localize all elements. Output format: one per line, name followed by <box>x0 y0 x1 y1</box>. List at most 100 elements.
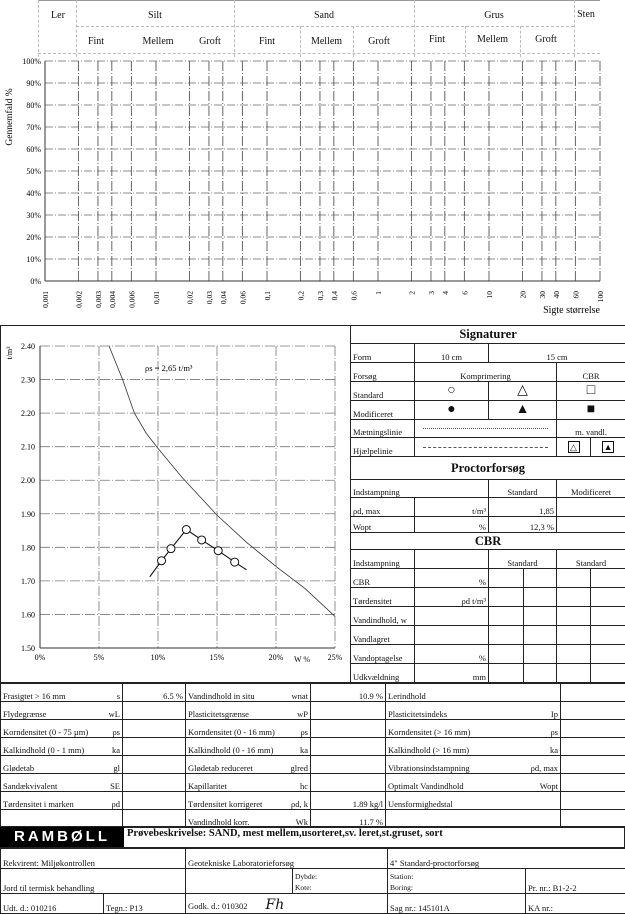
filled-triangle-icon: ▲ <box>489 401 557 420</box>
y-tick-label: 100% <box>22 57 41 66</box>
param-value <box>311 756 386 774</box>
param-value <box>123 702 186 720</box>
x-tick-label: 0,1 <box>263 291 272 301</box>
y-axis-label: Gennemfald % <box>4 88 15 145</box>
cbr-row-unit: % <box>415 569 489 588</box>
param-value <box>123 810 186 828</box>
x-tick-label: 0,01 <box>152 291 161 304</box>
param-label: Lerindhold <box>388 691 426 701</box>
cbr-row-unit: mm <box>415 664 489 683</box>
x-tick-label: 0% <box>35 653 46 662</box>
x-tick-label: 40 <box>552 291 561 299</box>
y-tick-label: 1.50 <box>21 644 35 653</box>
boxed-open-triangle-icon: △ <box>568 441 580 453</box>
grus-mellem: Mellem <box>465 34 520 45</box>
param-unit: hc <box>300 781 308 791</box>
param-unit: Ip <box>551 709 558 719</box>
silt-groft: Groft <box>190 36 230 47</box>
jord-label: Jord til termisk behandling <box>1 869 186 894</box>
cbr-row-unit: ρd t/m³ <box>415 588 489 607</box>
proctor-standard: Standard <box>489 480 557 498</box>
y-tick-label: 1.70 <box>21 577 35 586</box>
proctor-point <box>158 557 166 565</box>
param-value <box>123 756 186 774</box>
form-10: 10 cm <box>415 344 489 363</box>
y-tick-label: 2.30 <box>21 376 35 385</box>
x-tick-label: 0,04 <box>219 291 228 304</box>
param-value <box>561 792 625 810</box>
param-value <box>311 720 386 738</box>
maetningslinie-sample <box>415 420 557 438</box>
param-value <box>561 756 625 774</box>
param-label: Vandindhold in situ <box>188 691 255 701</box>
proctor-indstampning: Indstampning <box>351 480 489 498</box>
x-axis-label: Sigte størrelse <box>543 305 600 316</box>
param-label: Glødetab reduceret <box>188 763 253 773</box>
cbr-standard-1: Standard <box>489 550 557 569</box>
grus-groft: Groft <box>520 34 572 45</box>
x-tick-label: 20 <box>518 291 527 299</box>
param-value <box>561 684 625 702</box>
cbr-row-unit <box>415 607 489 626</box>
param-label: Uensformighedstal <box>388 799 453 809</box>
param-unit: s <box>117 691 120 701</box>
test-type: 4" Standard-proctorforsøg <box>388 849 625 869</box>
proctor-point <box>231 558 239 566</box>
komprimering-label: Komprimering <box>415 363 557 382</box>
standard-label: Standard <box>351 382 415 401</box>
open-circle-icon: ○ <box>415 382 489 401</box>
param-label: Plasticitetsgrænse <box>188 709 249 719</box>
rho-unit: t/m³ <box>415 498 489 517</box>
boring: Boring: <box>390 882 523 893</box>
cbr-label: CBR <box>557 363 625 382</box>
y-tick-label: 1.90 <box>21 510 35 519</box>
x-tick-label: 25% <box>328 653 343 662</box>
x-tick-label: 0,2 <box>296 291 305 301</box>
hjaelpelinie-label: Hjælpelinie <box>351 438 415 457</box>
param-value: 11.7 % <box>311 810 386 828</box>
cbr-row: Vandoptagelse% <box>351 645 625 664</box>
filled-square-icon: ■ <box>557 401 625 420</box>
silt-mellem: Mellem <box>128 36 188 47</box>
cbr-row-label: CBR <box>351 569 415 588</box>
cbr-title: CBR <box>351 533 625 550</box>
param-value <box>123 774 186 792</box>
param-label: Frasigtet > 16 mm <box>3 691 66 701</box>
param-unit: ρd, max <box>531 763 558 773</box>
y-tick-label: 10% <box>26 255 41 264</box>
kote: Kote: <box>295 882 385 893</box>
param-unit: gl <box>113 763 120 773</box>
sag-nr: Sag nr.: 145101A <box>388 894 526 914</box>
param-label: Korndensitet (0 - 75 µm) <box>3 727 88 737</box>
maetningslinie-label: Mætningslinie <box>351 420 415 438</box>
param-value <box>311 774 386 792</box>
cbr-row-label: Tørdensitet <box>351 588 415 607</box>
signaturer-title: Signaturer <box>351 326 625 344</box>
x-tick-label: 0,001 <box>41 291 50 308</box>
param-unit: ρs <box>112 727 120 737</box>
x-tick-label: 20% <box>269 653 284 662</box>
param-value <box>123 738 186 756</box>
x-tick-label: 0,004 <box>108 291 117 308</box>
proctor-chart: 1.501.601.701.801.902.002.102.202.302.40… <box>0 325 350 683</box>
x-tick-label: 60 <box>571 291 580 299</box>
param-value <box>561 810 625 828</box>
sand-groft: Groft <box>353 36 405 47</box>
cbr-row: CBR% <box>351 569 625 588</box>
dybde: Dybde: <box>295 871 385 882</box>
y-tick-label: 30% <box>26 211 41 220</box>
param-label: Glødetab <box>3 763 34 773</box>
form-15: 15 cm <box>489 344 625 363</box>
x-tick-label: 4 <box>441 291 450 295</box>
cbr-row-label: Udkvældning <box>351 664 415 683</box>
y-tick-label: 90% <box>26 79 41 88</box>
rekvirent: Rekvirent: Miljøkontrollen <box>1 849 186 869</box>
m-vandl-label: m. vandl. <box>557 420 625 438</box>
silt-fint: Fint <box>76 36 116 47</box>
param-unit: ρs <box>300 727 308 737</box>
